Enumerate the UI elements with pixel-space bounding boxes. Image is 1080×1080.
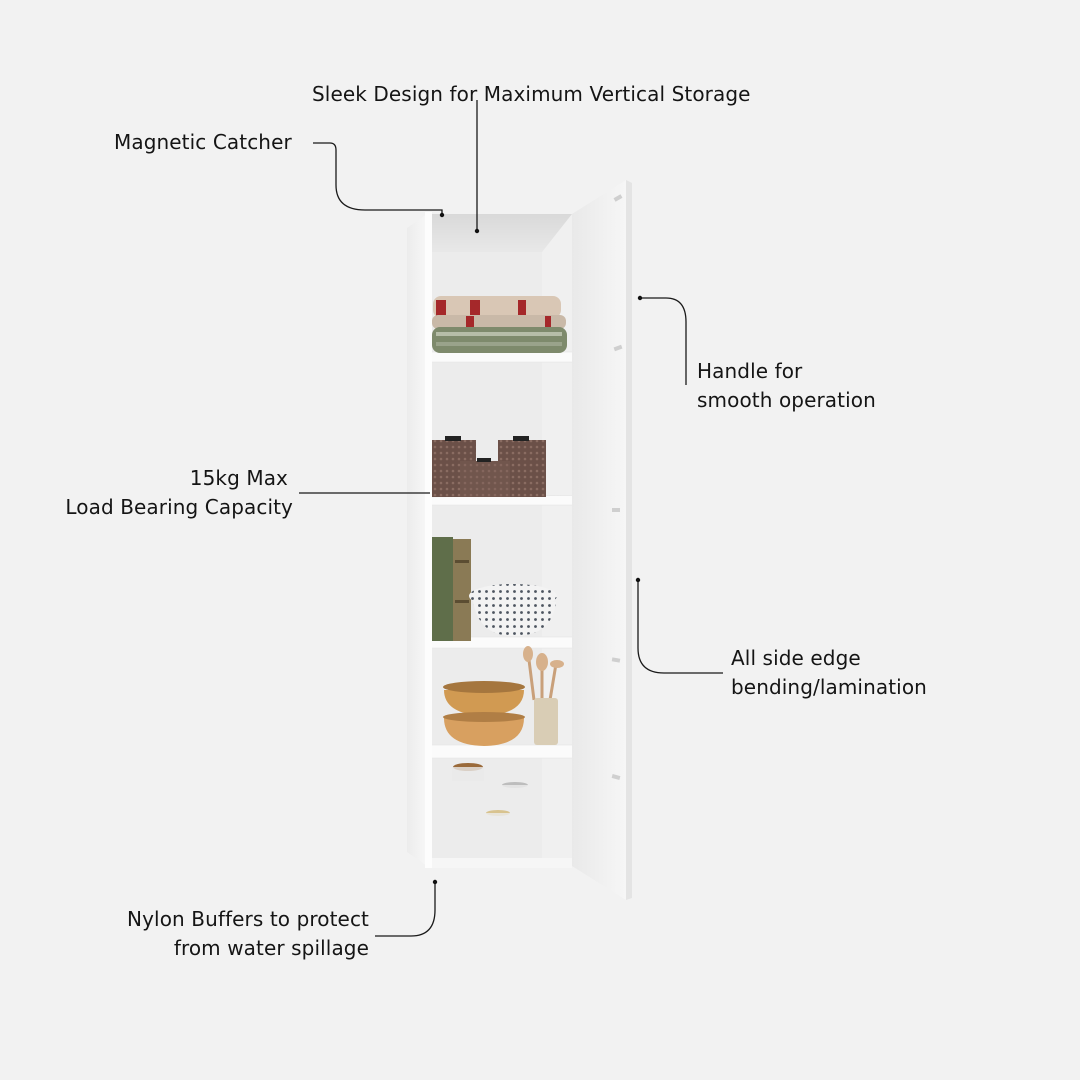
- callout-nylon-buffers: Nylon Buffers to protect from water spil…: [127, 905, 369, 963]
- edge-dot: [635, 577, 641, 583]
- storage-boxes: [432, 436, 546, 497]
- books-and-bowl: [432, 537, 557, 641]
- callout-text: Handle for: [697, 359, 803, 383]
- callout-text: smooth operation: [697, 388, 876, 412]
- callout-magnetic-catcher: Magnetic Catcher: [114, 128, 292, 157]
- callout-text: All side edge: [731, 646, 861, 670]
- callout-text: bending/lamination: [731, 675, 927, 699]
- callout-handle: Handle for smooth operation: [697, 357, 876, 415]
- callout-text: from water spillage: [173, 936, 369, 960]
- cabinet-left-panel: [407, 212, 430, 868]
- callout-text: Sleek Design for Maximum Vertical Storag…: [312, 82, 751, 106]
- handle-dot: [637, 295, 643, 301]
- glass-jars: [452, 763, 528, 825]
- callout-load-capacity: 15kg Max Load Bearing Capacity: [65, 464, 293, 522]
- callout-vertical-storage: Sleek Design for Maximum Vertical Storag…: [312, 80, 751, 109]
- magnetic-catcher-dot: [439, 212, 445, 218]
- callout-edge-lamination: All side edge bending/lamination: [731, 644, 927, 702]
- buffer-dot: [432, 879, 438, 885]
- folded-blankets: [432, 296, 567, 353]
- callout-text: Nylon Buffers to protect: [127, 907, 369, 931]
- wooden-bowls-and-utensils: [443, 646, 564, 746]
- vertical-storage-dot: [474, 228, 480, 234]
- callout-text: 15kg Max: [189, 466, 288, 490]
- leader-dots: [432, 212, 643, 885]
- leader-lines: [299, 100, 723, 937]
- callout-text: Magnetic Catcher: [114, 130, 292, 154]
- cabinet-door: [572, 180, 632, 900]
- callout-text: Load Bearing Capacity: [65, 495, 293, 519]
